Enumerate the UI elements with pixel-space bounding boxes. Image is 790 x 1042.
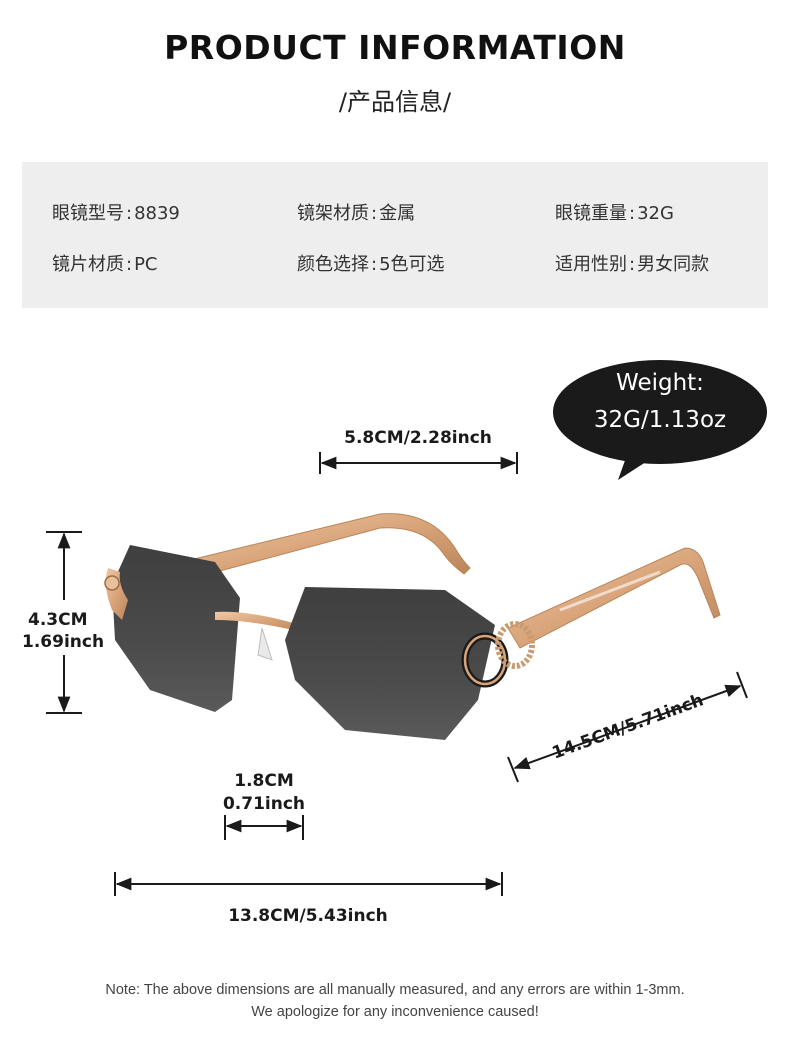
weight-value: 32G/1.13oz	[593, 407, 727, 433]
spec-gender: 适用性别:男女同款	[555, 254, 710, 275]
spec-label: 适用性别	[555, 254, 627, 275]
left-temple	[189, 513, 471, 576]
hinge-ornament	[461, 621, 535, 688]
spec-label: 镜架材质	[297, 203, 369, 224]
spec-label: 镜片材质	[52, 254, 124, 275]
left-lens	[112, 545, 240, 712]
disclaimer-line-2: We apologize for any inconvenience cause…	[251, 1004, 539, 1020]
spec-value: 金属	[379, 203, 416, 224]
disclaimer-line-1: Note: The above dimensions are all manua…	[105, 982, 685, 998]
spec-frame-material: 镜架材质:金属	[297, 203, 416, 224]
dim-temple-tick-right	[736, 671, 748, 699]
right-lens	[285, 587, 495, 740]
bridge-inch-label: 0.71inch	[222, 794, 306, 814]
lens-height-cm-label: 4.3CM	[28, 610, 88, 630]
spec-value: PC	[134, 254, 158, 275]
dim-temple-line	[513, 684, 742, 770]
lens-height-inch-label: 1.69inch	[22, 632, 105, 652]
spec-value: 32G	[637, 203, 674, 224]
spec-color-options: 颜色选择:5色可选	[297, 254, 445, 275]
spec-label: 眼镜重量	[555, 203, 627, 224]
spec-label: 颜色选择	[297, 254, 369, 275]
weight-label: Weight:	[616, 370, 704, 396]
dim-temple-tick-left	[507, 756, 519, 783]
page-subtitle: /产品信息/	[338, 88, 452, 116]
spec-label: 眼镜型号	[52, 203, 124, 224]
bridge-cm-label: 1.8CM	[234, 771, 294, 791]
spec-weight: 眼镜重量:32G	[555, 203, 674, 224]
spec-value: 8839	[134, 203, 180, 224]
spec-lens-material: 镜片材质:PC	[52, 254, 158, 275]
spec-value: 5色可选	[379, 254, 445, 275]
weight-bubble	[553, 360, 767, 480]
lens-width-label: 5.8CM/2.28inch	[344, 428, 492, 448]
right-temple	[507, 547, 721, 649]
bridge	[215, 611, 302, 632]
frame-width-label: 13.8CM/5.43inch	[228, 906, 388, 926]
spec-value: 男女同款	[637, 254, 710, 275]
spec-model: 眼镜型号:8839	[52, 203, 180, 224]
page-title: PRODUCT INFORMATION	[164, 28, 626, 67]
spec-panel	[22, 162, 768, 308]
